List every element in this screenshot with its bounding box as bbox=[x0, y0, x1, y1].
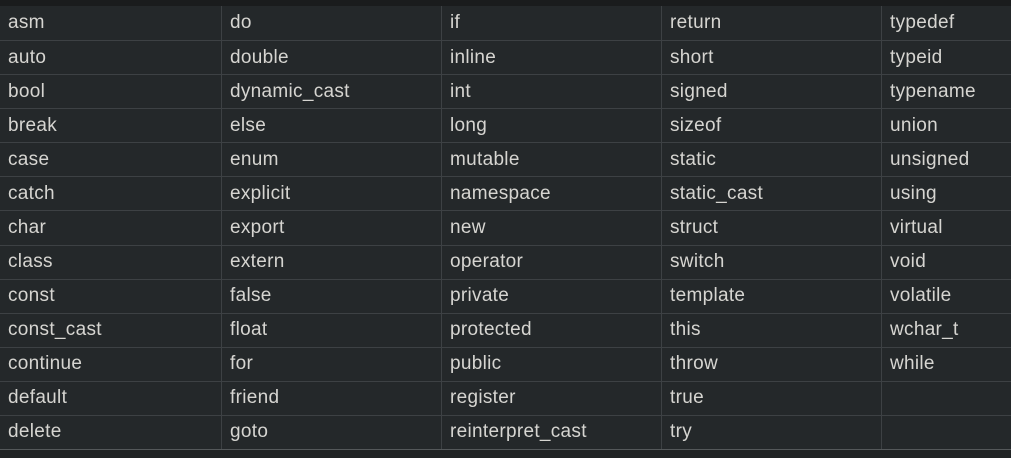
keyword-cell: catch bbox=[0, 176, 221, 210]
keyword-cell: inline bbox=[441, 40, 661, 75]
keyword-cell: typename bbox=[881, 74, 1011, 109]
keyword-cell: public bbox=[441, 346, 661, 381]
keyword-cell: signed bbox=[661, 74, 881, 109]
keyword-cell: true bbox=[661, 380, 881, 415]
keyword-cell: register bbox=[441, 380, 661, 415]
keyword-cell: else bbox=[221, 108, 441, 143]
keyword-cell: typedef bbox=[881, 6, 1011, 41]
keyword-cell: goto bbox=[221, 414, 441, 449]
keyword-cell: void bbox=[881, 244, 1011, 279]
keyword-cell: case bbox=[0, 142, 221, 176]
keyword-cell: default bbox=[0, 380, 221, 415]
keyword-cell: sizeof bbox=[661, 108, 881, 143]
keyword-cell: this bbox=[661, 312, 881, 347]
keyword-cell: operator bbox=[441, 244, 661, 279]
top-strip bbox=[0, 0, 1011, 6]
keyword-cell: const bbox=[0, 278, 221, 313]
keyword-cell: virtual bbox=[881, 210, 1011, 245]
empty-cell bbox=[881, 414, 1011, 449]
keyword-cell: static bbox=[661, 142, 881, 177]
keyword-cell: unsigned bbox=[881, 142, 1011, 177]
keyword-cell: try bbox=[661, 414, 881, 449]
keyword-cell: false bbox=[221, 278, 441, 313]
keyword-cell: continue bbox=[0, 346, 221, 381]
keyword-cell: asm bbox=[8, 12, 45, 34]
keyword-cell: mutable bbox=[441, 142, 661, 177]
keyword-cell: typeid bbox=[881, 40, 1011, 75]
keyword-cell: volatile bbox=[881, 278, 1011, 313]
keyword-cell: return bbox=[661, 6, 881, 41]
keyword-cell: private bbox=[441, 278, 661, 313]
keyword-cell: reinterpret_cast bbox=[441, 414, 661, 449]
keyword-cell: do bbox=[221, 6, 441, 41]
keyword-cell: while bbox=[881, 346, 1011, 381]
keyword-cell: using bbox=[881, 176, 1011, 211]
keyword-cell: static_cast bbox=[661, 176, 881, 211]
keyword-cell: extern bbox=[221, 244, 441, 279]
keyword-cell: switch bbox=[661, 244, 881, 279]
keyword-cell: bool bbox=[0, 74, 221, 108]
keyword-cell: const_cast bbox=[0, 312, 221, 347]
keyword-cell: new bbox=[441, 210, 661, 245]
empty-cell bbox=[881, 380, 1011, 415]
keyword-cell: namespace bbox=[441, 176, 661, 211]
keyword-cell: if bbox=[441, 6, 661, 41]
keyword-cell: template bbox=[661, 278, 881, 313]
keyword-cell: float bbox=[221, 312, 441, 347]
keyword-cell: wchar_t bbox=[881, 312, 1011, 347]
keyword-cell: struct bbox=[661, 210, 881, 245]
keyword-cell: enum bbox=[221, 142, 441, 177]
keyword-cell: union bbox=[881, 108, 1011, 143]
keyword-cell: int bbox=[441, 74, 661, 109]
keyword-cell: long bbox=[441, 108, 661, 143]
keyword-cell: explicit bbox=[221, 176, 441, 211]
keyword-cell: dynamic_cast bbox=[221, 74, 441, 109]
keyword-cell: throw bbox=[661, 346, 881, 381]
keyword-cell: protected bbox=[441, 312, 661, 347]
keyword-cell: for bbox=[221, 346, 441, 381]
keyword-cell: break bbox=[0, 108, 221, 142]
keyword-cell: class bbox=[0, 244, 221, 279]
keyword-cell: double bbox=[221, 40, 441, 75]
keyword-cell: friend bbox=[221, 380, 441, 415]
keyword-cell: delete bbox=[0, 414, 221, 449]
bottom-strip bbox=[0, 449, 1011, 458]
keyword-cell: char bbox=[0, 210, 221, 244]
keyword-cell: short bbox=[661, 40, 881, 75]
keyword-cell: export bbox=[221, 210, 441, 245]
keyword-cell: auto bbox=[0, 40, 221, 74]
